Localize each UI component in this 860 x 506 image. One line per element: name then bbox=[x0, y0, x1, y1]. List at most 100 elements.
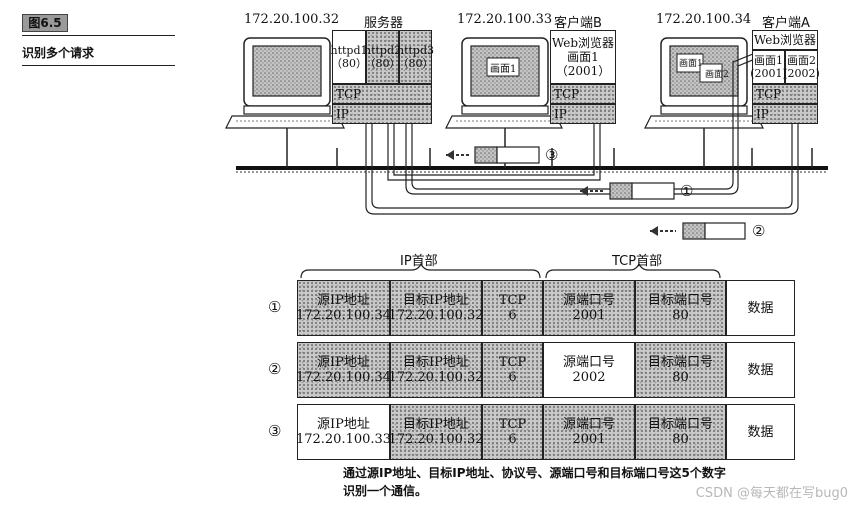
httpd3-port: （80） bbox=[397, 57, 434, 70]
field-value: 172.20.100.32 bbox=[388, 308, 484, 323]
packet-1-icon bbox=[580, 182, 675, 200]
client-b-app-window: 画面1 bbox=[567, 50, 599, 64]
client-b-tcp-layer: TCP bbox=[550, 84, 616, 104]
client-a-window-1: 画面1 (2001) bbox=[750, 50, 787, 84]
field-title: 目标IP地址 bbox=[403, 355, 469, 370]
client-a-window-2-port: (2002) bbox=[783, 67, 820, 80]
packet-2-marker: ② bbox=[752, 222, 766, 240]
field-title: 源端口号 bbox=[562, 293, 615, 308]
client-a-app-title: Web浏览器 bbox=[752, 30, 818, 50]
httpd2-port: （80） bbox=[364, 57, 401, 70]
field-value: 172.20.100.33 bbox=[295, 432, 392, 447]
field-title: TCP bbox=[498, 293, 527, 308]
connection-path-1 bbox=[347, 47, 773, 195]
row-marker: ① bbox=[268, 298, 282, 316]
client-b-app-port: （2001） bbox=[555, 64, 611, 78]
row-marker: ② bbox=[268, 360, 282, 378]
field-value: 172.20.100.34 bbox=[295, 308, 392, 323]
field-value: 2001 bbox=[572, 432, 606, 447]
field-title: 源IP地址 bbox=[317, 293, 370, 308]
packet-1-marker: ① bbox=[680, 182, 694, 200]
client-b-ip-layer: IP bbox=[550, 104, 616, 124]
client-a-tcp-layer: TCP bbox=[752, 84, 818, 104]
field-value: 6 bbox=[508, 308, 517, 323]
client-a-name: 客户端A bbox=[762, 16, 810, 31]
field-title: 目标端口号 bbox=[647, 417, 713, 432]
field-value: 6 bbox=[508, 432, 517, 447]
field-value: 80 bbox=[672, 432, 689, 447]
field-title: 目标IP地址 bbox=[403, 293, 469, 308]
packet-3-icon bbox=[446, 146, 540, 164]
field-value: 2002 bbox=[572, 370, 606, 385]
httpd2-process: httpd2 （80） bbox=[364, 30, 402, 84]
field-title: 数据 bbox=[747, 300, 774, 316]
client-a-screen-label-2: 画面2 bbox=[705, 70, 729, 80]
ip-header-brace bbox=[300, 262, 541, 279]
field-title: 数据 bbox=[747, 362, 774, 378]
client-a-screen-label-1: 画面1 bbox=[679, 59, 703, 69]
field-value: 172.20.100.32 bbox=[388, 370, 484, 385]
field-title: 源端口号 bbox=[562, 355, 615, 370]
client-b-browser: Web浏览器 画面1 （2001） bbox=[550, 30, 616, 84]
packet-2-icon bbox=[650, 222, 746, 240]
field-title: 目标端口号 bbox=[647, 293, 713, 308]
field-title: TCP bbox=[498, 417, 527, 432]
computer-client-a-icon bbox=[644, 37, 764, 168]
httpd1-port: （80） bbox=[331, 57, 367, 70]
row-marker: ③ bbox=[268, 422, 282, 440]
httpd3-process: httpd3 （80） bbox=[397, 30, 435, 84]
ip-header-label: IP首部 bbox=[400, 254, 438, 269]
field-title: TCP bbox=[498, 355, 527, 370]
header-field: 数据 bbox=[726, 342, 795, 398]
csdn-watermark: CSDN @每天都在写bug0 bbox=[695, 486, 848, 501]
connection-path-2 bbox=[354, 66, 799, 215]
tcp-header-brace bbox=[545, 262, 721, 279]
note-line-1: 通过源IP地址、目标IP地址、协议号、源端口号和目标端口号这5个数字 bbox=[343, 466, 726, 480]
client-a-window-2-name: 画面2 bbox=[787, 54, 816, 67]
field-value: 80 bbox=[672, 308, 689, 323]
client-a-window-1-port: (2001) bbox=[750, 67, 787, 80]
server-tcp-layer: TCP bbox=[332, 84, 432, 104]
field-title: 源IP地址 bbox=[317, 355, 370, 370]
header-field: 数据 bbox=[726, 280, 795, 336]
figure-caption: 识别多个请求 bbox=[22, 46, 95, 60]
field-title: 目标端口号 bbox=[647, 355, 713, 370]
httpd2-name: httpd2 bbox=[364, 44, 402, 57]
field-value: 172.20.100.34 bbox=[295, 370, 392, 385]
field-value: 80 bbox=[672, 370, 689, 385]
client-a-ip-layer: IP bbox=[752, 104, 818, 124]
tcp-header-label: TCP首部 bbox=[612, 254, 663, 269]
packet-3-marker: ③ bbox=[545, 146, 559, 164]
httpd3-name: httpd3 bbox=[397, 44, 435, 57]
httpd1-process: httpd1 （80） bbox=[331, 30, 368, 84]
field-title: 源端口号 bbox=[562, 417, 615, 432]
client-b-name: 客户端B bbox=[554, 16, 602, 31]
field-title: 数据 bbox=[747, 424, 774, 440]
field-value: 6 bbox=[508, 370, 517, 385]
field-title: 源IP地址 bbox=[317, 417, 370, 432]
note-line-2: 识别一个通信。 bbox=[343, 484, 428, 498]
computer-server-icon bbox=[225, 37, 345, 168]
client-b-app-title: Web浏览器 bbox=[551, 36, 615, 50]
client-b-ip: 172.20.100.33 bbox=[457, 12, 553, 27]
figure-rule-bottom bbox=[22, 65, 175, 66]
client-b-screen-label: 画面1 bbox=[490, 64, 517, 75]
field-value: 2001 bbox=[572, 308, 606, 323]
server-ip-layer: IP bbox=[332, 104, 432, 124]
